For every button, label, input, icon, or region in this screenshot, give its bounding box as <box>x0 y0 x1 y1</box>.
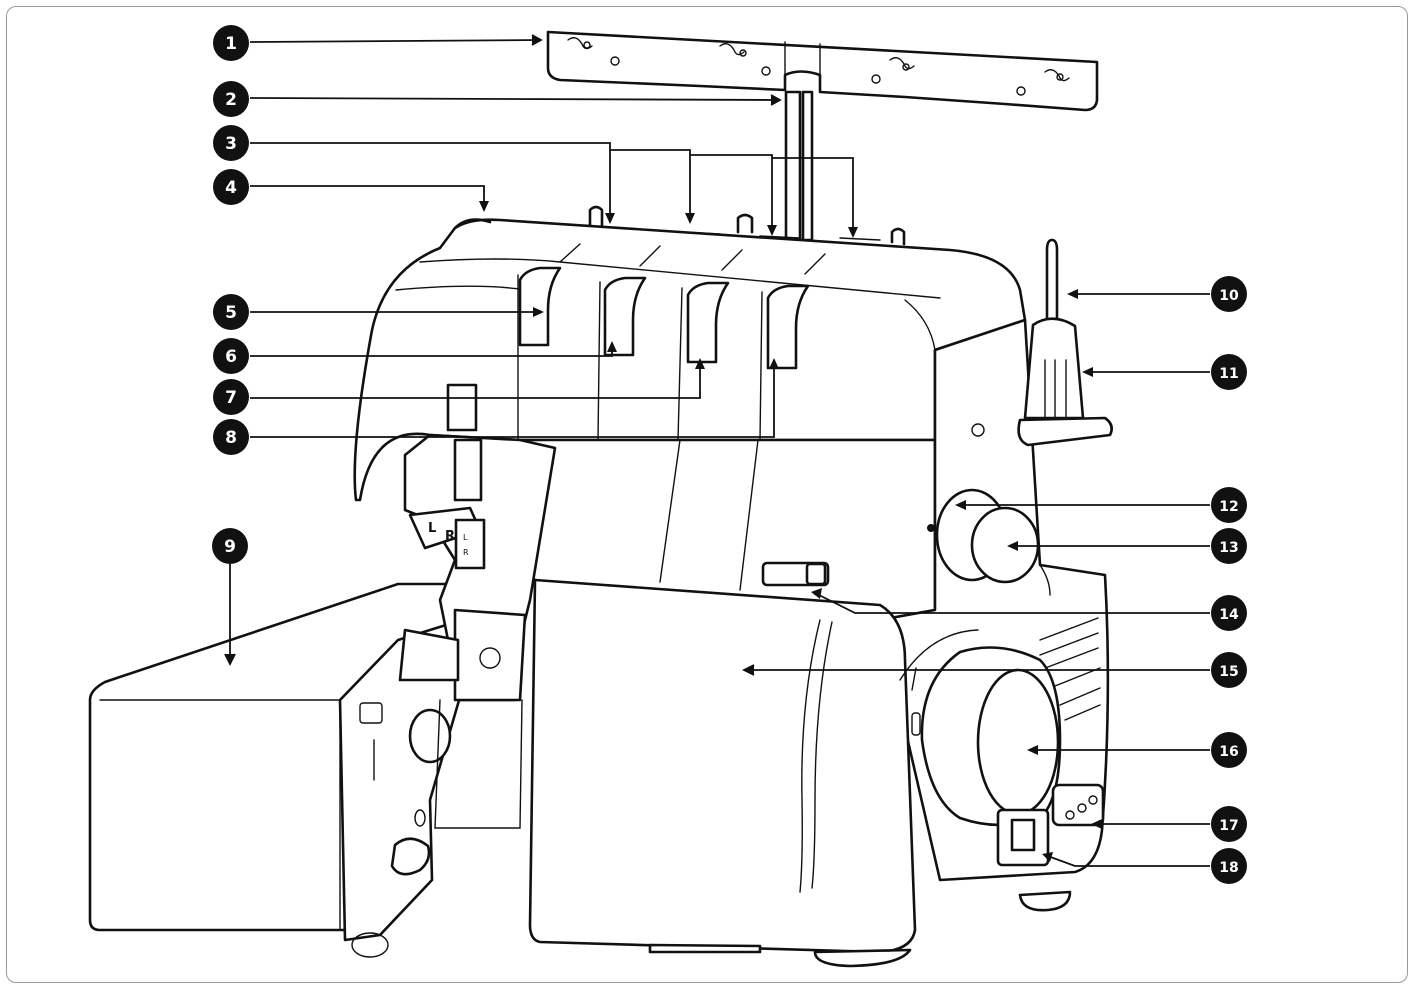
callout-16: 16 <box>1211 732 1247 768</box>
callout-17: 17 <box>1211 806 1247 842</box>
serger-machine-illustration: L R L R <box>88 30 1113 968</box>
needle-mark-l: L <box>463 533 468 542</box>
thread-stand-rod <box>784 90 814 242</box>
svg-text:14: 14 <box>1219 607 1239 623</box>
thread-guide-bar <box>546 30 1099 112</box>
svg-text:15: 15 <box>1219 664 1238 680</box>
callout-7: 7 <box>213 379 249 415</box>
callout-15: 15 <box>1211 652 1247 688</box>
spool-pin <box>1017 238 1113 447</box>
callout-6: 6 <box>213 338 249 374</box>
svg-text:12: 12 <box>1219 499 1238 515</box>
vents <box>1039 617 1101 721</box>
arrowheads <box>479 201 1102 862</box>
svg-text:17: 17 <box>1219 818 1238 834</box>
power-switch-area <box>996 783 1105 867</box>
screw <box>971 423 985 437</box>
feet <box>648 890 1072 968</box>
svg-text:10: 10 <box>1219 288 1239 304</box>
callout-badges: 1 2 3 4 5 6 7 8 9 10 11 12 13 14 15 16 1… <box>212 25 1247 884</box>
svg-text:7: 7 <box>225 388 237 408</box>
tension-dials <box>517 243 826 441</box>
svg-text:2: 2 <box>225 90 237 110</box>
callout-14: 14 <box>1211 595 1247 631</box>
svg-text:13: 13 <box>1219 540 1238 556</box>
callout-10: 10 <box>1211 276 1247 312</box>
needle-mark-r: R <box>463 548 469 557</box>
callout-1: 1 <box>213 25 249 61</box>
callout-12: 12 <box>1211 487 1247 523</box>
callout-4: 4 <box>213 169 249 205</box>
handwheel <box>899 629 1062 827</box>
svg-text:3: 3 <box>225 134 237 154</box>
callout-8: 8 <box>213 419 249 455</box>
callout-3: 3 <box>213 125 249 161</box>
differential-feed-lever <box>761 561 830 587</box>
callout-13: 13 <box>1211 528 1247 564</box>
callout-9: 9 <box>212 528 248 564</box>
looper-cover <box>528 578 917 954</box>
stitch-length-dial <box>927 488 1040 584</box>
svg-text:5: 5 <box>225 303 237 323</box>
svg-text:1: 1 <box>225 34 237 54</box>
svg-text:11: 11 <box>1219 366 1238 382</box>
callout-18: 18 <box>1211 848 1247 884</box>
callout-5: 5 <box>213 294 249 330</box>
callout-2: 2 <box>213 81 249 117</box>
svg-text:8: 8 <box>225 428 237 448</box>
callout-11: 11 <box>1211 354 1247 390</box>
svg-text:16: 16 <box>1219 744 1238 760</box>
svg-text:9: 9 <box>224 537 236 557</box>
svg-text:18: 18 <box>1219 860 1238 876</box>
presser-foot-mark-r: R <box>445 529 455 544</box>
svg-text:4: 4 <box>225 178 237 198</box>
presser-foot-area: L R L R <box>398 383 557 829</box>
svg-text:6: 6 <box>225 347 237 367</box>
presser-foot-mark-l: L <box>428 521 436 536</box>
